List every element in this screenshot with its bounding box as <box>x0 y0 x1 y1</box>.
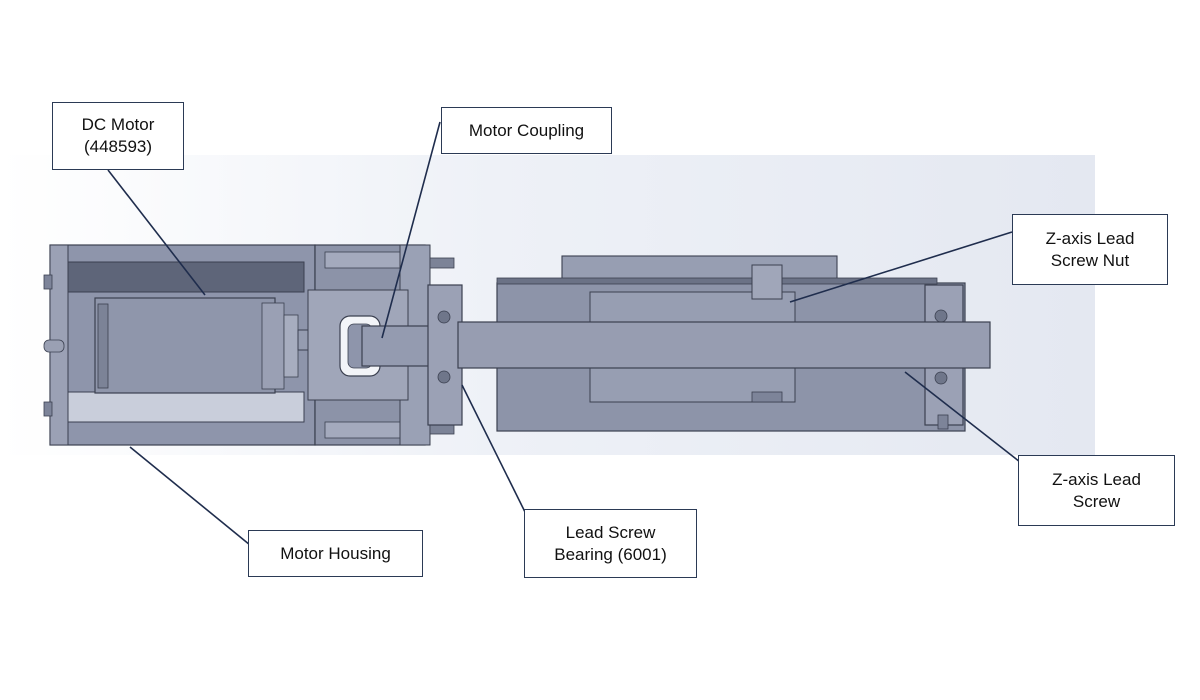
lead-screw-nut-label: Z-axis Lead Screw Nut <box>1012 214 1168 285</box>
motor-housing-label-line1: Motor Housing <box>280 543 391 563</box>
lead-screw-bearing-label-line1: Lead Screw <box>565 522 656 542</box>
dc-motor-label-line2: (448593) <box>83 137 153 156</box>
dc-motor-label: DC Motor (448593) <box>52 102 184 170</box>
lead-screw-label: Z-axis Lead Screw <box>1018 455 1175 526</box>
dc-motor-leader <box>107 169 206 296</box>
lead-screw-bearing-leader <box>461 384 526 513</box>
top-rail-part <box>496 255 938 300</box>
lead-screw-label-line1: Z-axis Lead <box>1052 469 1141 489</box>
lead-screw-bearing-label: Lead Screw Bearing (6001) <box>524 509 697 578</box>
motor-housing-leader <box>129 446 251 546</box>
lead-screw-nut-label-line2: Screw Nut <box>1050 250 1130 270</box>
left-bearing-block <box>427 284 463 426</box>
lead-screw-leader <box>904 371 1021 463</box>
dc-motor-label-line1: DC Motor <box>81 115 155 134</box>
lead-screw-label-line2: Screw <box>1072 491 1121 511</box>
lead-screw-bearing-label-line2: Bearing (6001) <box>554 544 667 564</box>
motor-housing-label: Motor Housing <box>248 530 423 577</box>
motor-coupling-leader <box>381 121 441 339</box>
motor-coupling-label-line1: Motor Coupling <box>468 120 585 140</box>
lead-screw-shaft <box>457 321 991 369</box>
lead-screw-nut-label-line1: Z-axis Lead <box>1045 228 1135 248</box>
lead-screw-nut-leader <box>789 231 1013 303</box>
motor-coupling-label: Motor Coupling <box>441 107 612 154</box>
